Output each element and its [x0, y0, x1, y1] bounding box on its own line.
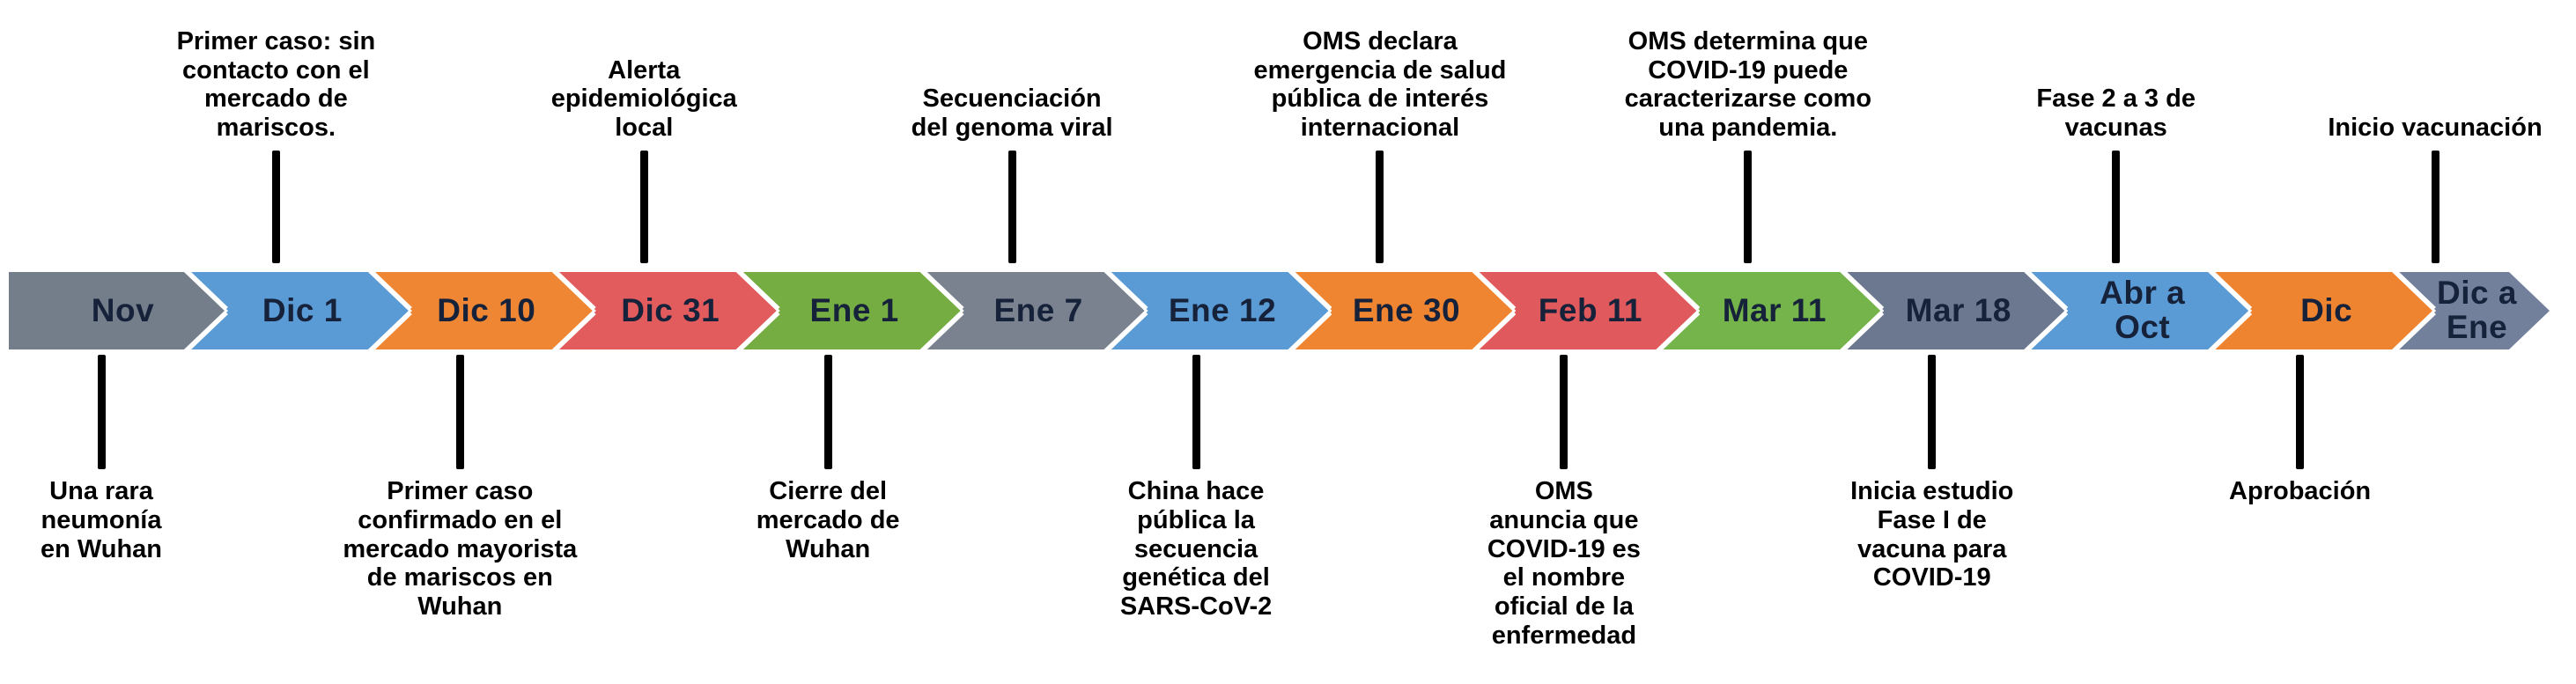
chevron-shape: Dic 31 — [552, 272, 777, 349]
event-annotation-text: OMS determina que COVID-19 puede caracte… — [1624, 26, 1872, 143]
event-annotation: OMS declara emergencia de salud pública … — [1213, 27, 1547, 263]
event-annotation: China hace pública la secuencia genética… — [1029, 355, 1363, 621]
event-annotation: Secuenciación del genoma viral — [845, 85, 1179, 263]
event-annotation: Cierre del mercado de Wuhan — [661, 355, 995, 563]
connector-line — [1928, 355, 1937, 469]
event-annotation: Aprobación — [2133, 355, 2468, 506]
event-annotation-text: OMS anuncia que COVID-19 es el nombre of… — [1487, 477, 1641, 650]
chevron-shape: Mar 18 — [1840, 272, 2064, 349]
event-annotation-text: China hace pública la secuencia genética… — [1119, 477, 1273, 621]
event-annotation-text: Cierre del mercado de Wuhan — [756, 477, 900, 563]
connector-line — [271, 151, 280, 263]
connector-line — [97, 355, 106, 469]
chevron-date-label: Ene 1 — [809, 291, 899, 328]
timeline-chevron: Dic 10 — [368, 272, 593, 349]
chevron-date-label: Dic 31 — [621, 291, 720, 328]
event-annotation: Una rara neumonía en Wuhan — [0, 355, 269, 563]
event-annotation-text: Secuenciación del genoma viral — [911, 85, 1113, 143]
connector-line — [639, 151, 648, 263]
chevron-date-label: Dic — [2300, 291, 2353, 328]
event-annotation-text: Primer caso confirmado en el mercado may… — [343, 477, 578, 621]
chevron-shape: Nov — [9, 272, 225, 349]
chevron-date-label: Ene 30 — [1352, 291, 1461, 328]
timeline-chevron: Dic 31 — [552, 272, 777, 349]
connector-line — [455, 355, 464, 469]
timeline-chevron: Nov — [9, 272, 225, 349]
chevron-date-label: Dic 10 — [437, 291, 536, 328]
event-annotation-text: Inicia estudio Fase I de vacuna para COV… — [1850, 477, 2014, 592]
event-annotation: Alerta epidemiológica local — [476, 56, 811, 263]
chevron-date-label: Nov — [91, 291, 155, 328]
event-annotation-text: Aprobación — [2229, 477, 2372, 505]
event-annotation-text: Una rara neumonía en Wuhan — [40, 477, 163, 563]
event-annotation-text: Fase 2 a 3 de vacunas — [2036, 85, 2196, 143]
timeline-chevron: Ene 12 — [1104, 272, 1329, 349]
event-annotation-text: Inicio vacunación — [2328, 114, 2543, 143]
event-annotation: Primer caso: sin contacto con el mercado… — [108, 27, 443, 263]
chevron-date-label: Mar 11 — [1722, 291, 1827, 328]
event-annotation: Inicio vacunación — [2268, 114, 2576, 263]
timeline-band: Nov Dic 1 Dic 10 Dic 31 Ene 1 Ene 7 En — [0, 272, 2576, 349]
chevron-date-label: Dic a Ene — [2437, 275, 2517, 345]
event-annotation: OMS anuncia que COVID-19 es el nombre of… — [1397, 355, 1731, 651]
event-annotation: OMS determina que COVID-19 puede caracte… — [1581, 27, 1915, 263]
chevron-date-label: Abr a Oct — [2100, 275, 2186, 345]
chevron-date-label: Ene 7 — [993, 291, 1083, 328]
chevron-date-label: Dic 1 — [262, 291, 343, 328]
chevron-date-label: Ene 12 — [1168, 291, 1277, 328]
connector-line — [2112, 151, 2121, 263]
event-annotation: Fase 2 a 3 de vacunas — [1949, 85, 2284, 263]
event-annotation-text: Alerta epidemiológica local — [550, 55, 737, 143]
chevron-shape: Ene 12 — [1104, 272, 1329, 349]
event-annotation-text: Primer caso: sin contacto con el mercado… — [176, 26, 376, 143]
connector-line — [1008, 151, 1016, 263]
connector-line — [1376, 151, 1384, 263]
connector-line — [1192, 355, 1200, 469]
chevron-shape: Dic 10 — [368, 272, 593, 349]
event-annotation: Inicia estudio Fase I de vacuna para COV… — [1765, 355, 2100, 592]
event-annotation: Primer caso confirmado en el mercado may… — [292, 355, 627, 621]
connector-line — [2296, 355, 2305, 469]
timeline-chevron: Mar 18 — [1840, 272, 2064, 349]
connector-line — [2431, 151, 2439, 263]
connector-line — [1560, 355, 1568, 469]
connector-line — [823, 355, 832, 469]
event-annotation-text: OMS declara emergencia de salud pública … — [1253, 26, 1507, 143]
chevron-date-label: Feb 11 — [1538, 291, 1642, 328]
chevron-date-label: Mar 18 — [1905, 291, 2011, 328]
connector-line — [1744, 151, 1753, 263]
